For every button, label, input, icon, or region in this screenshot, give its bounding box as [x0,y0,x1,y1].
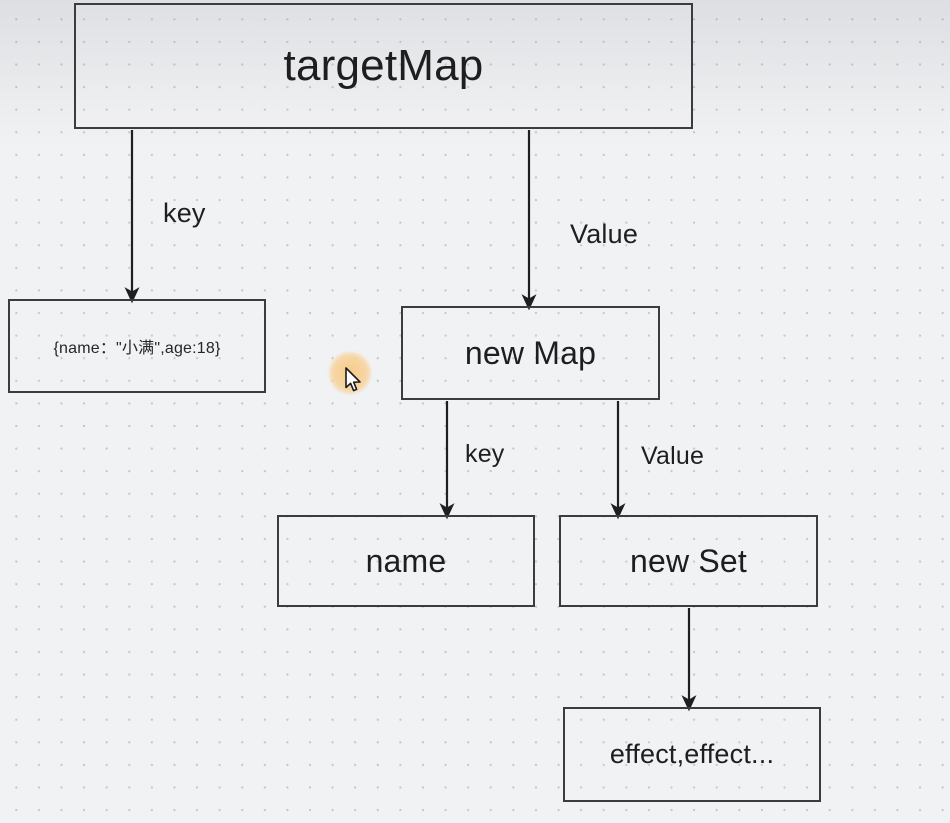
edge-label-key-top: key [163,198,206,228]
click-highlight-halo [329,352,371,394]
node-object-key-label: {name："小满",age:18} [53,340,221,357]
node-name-label: name [365,542,447,579]
node-effects-label: effect,effect... [609,739,775,769]
node-new-set-label: new Set [629,542,748,579]
edge-label-key-mid: key [465,440,505,468]
edge-label-value-top: Value [570,219,639,249]
node-new-set[interactable]: new Set [559,515,818,607]
mouse-cursor-icon [345,367,361,392]
node-object-key[interactable]: {name："小满",age:18} [8,299,266,393]
edge-label-value-mid: Value [641,442,705,470]
node-targetmap[interactable]: targetMap [74,3,693,129]
node-new-map[interactable]: new Map [401,306,660,400]
node-targetmap-label: targetMap [283,41,484,90]
node-new-map-label: new Map [464,334,597,371]
node-effects[interactable]: effect,effect... [563,707,821,802]
node-name[interactable]: name [277,515,535,607]
